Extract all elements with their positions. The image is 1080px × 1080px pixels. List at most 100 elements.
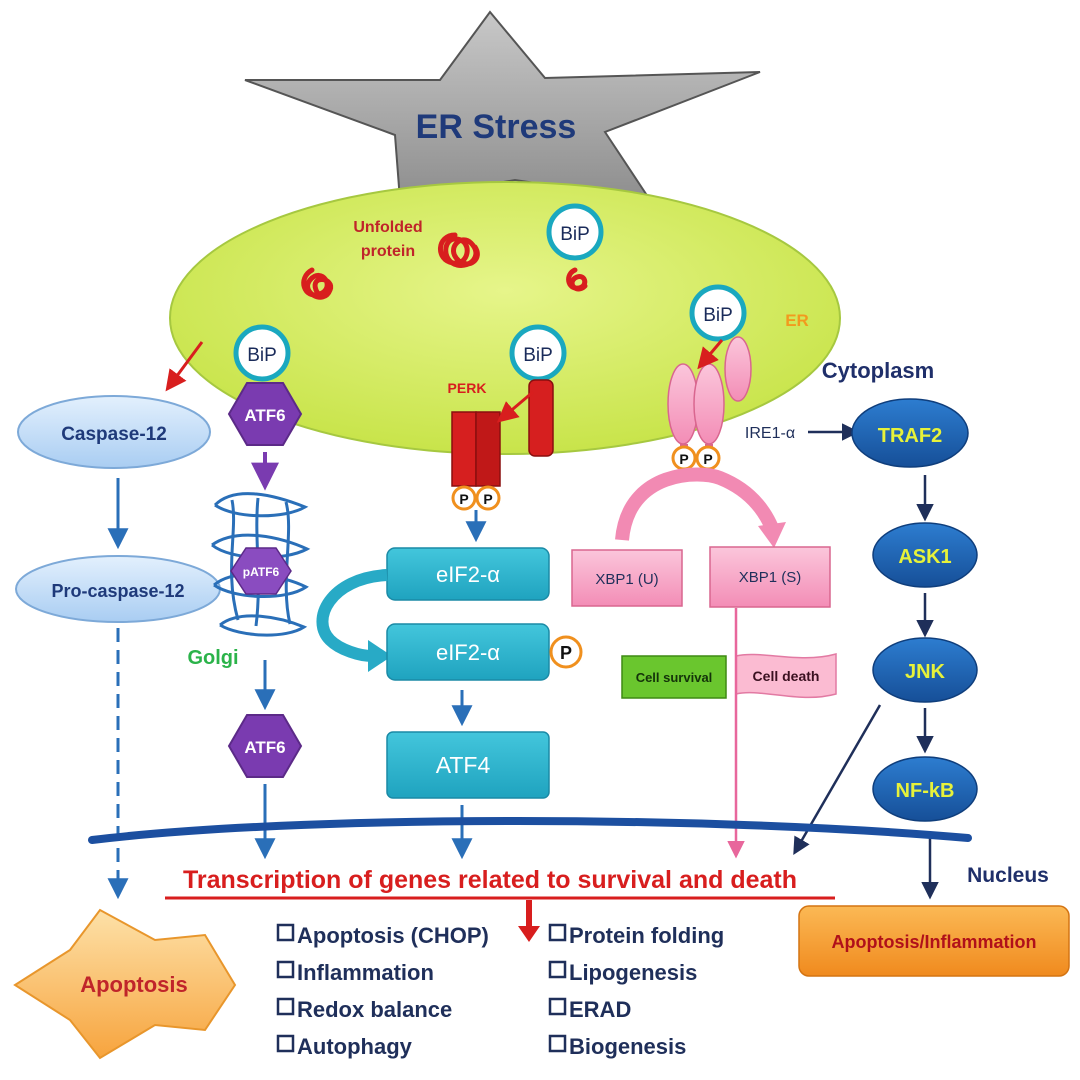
- xbp1s-label: XBP1 (S): [739, 569, 802, 586]
- bip-free: BiP: [546, 203, 604, 261]
- arrow-bip-release-perk: [496, 390, 534, 423]
- p-label: P: [703, 451, 712, 467]
- curved-arrow-head: [368, 640, 392, 672]
- splicing-arrow-head: [758, 522, 786, 548]
- list-item: Apoptosis (CHOP): [276, 923, 489, 948]
- bip-label: BiP: [523, 345, 553, 366]
- p-label: P: [679, 451, 688, 467]
- outcome-text: Autophagy: [297, 1034, 413, 1059]
- golgi-label: Golgi: [187, 647, 238, 669]
- bip-label: BiP: [703, 305, 733, 326]
- unfolded-protein-icon: [301, 232, 588, 300]
- outcome-text: ERAD: [569, 997, 631, 1022]
- ire1-monomer-2: [693, 363, 725, 445]
- protein-label: protein: [361, 243, 415, 260]
- perk-monomer-1: [451, 411, 477, 487]
- list-item: ERAD: [548, 997, 631, 1022]
- bip-label: BiP: [247, 345, 277, 366]
- patf6-label: pATF6: [243, 565, 280, 579]
- xbp1u-label: XBP1 (U): [595, 571, 658, 588]
- outcome-text: Protein folding: [569, 923, 724, 948]
- nuclear-membrane: [88, 817, 972, 844]
- perk-label: PERK: [448, 380, 487, 396]
- bip-ire1: BiP: [689, 284, 747, 342]
- outcome-text: Biogenesis: [569, 1034, 686, 1059]
- cytoplasm-label: Cytoplasm: [822, 358, 934, 383]
- er-stress-title: ER Stress: [416, 108, 577, 146]
- ask1-node: [872, 522, 978, 588]
- checkbox-icon: [548, 1034, 567, 1053]
- apoptosis-label: Apoptosis: [80, 972, 188, 997]
- checkbox-icon: [276, 1034, 295, 1053]
- eif2a-p-label: eIF2-α: [436, 640, 500, 665]
- xbp1s-box: [709, 546, 831, 608]
- atf6-cleaved-label: ATF6: [244, 738, 285, 757]
- cell-death-label: Cell death: [753, 668, 820, 684]
- atf6-cleaved-hexagon: [227, 714, 303, 778]
- checkbox-icon: [276, 923, 295, 942]
- cell-survival-box: [621, 655, 727, 699]
- ire1-phospho: P P: [671, 445, 721, 471]
- unfolded-label: Unfolded: [353, 219, 422, 236]
- nfkb-node: [872, 756, 978, 822]
- atf4-box: [386, 731, 550, 799]
- outcome-text: Redox balance: [297, 997, 452, 1022]
- p-label: P: [483, 491, 492, 507]
- ire1-free-monomer: [724, 336, 752, 402]
- ire1-label: IRE1-α: [745, 425, 795, 442]
- p-label: P: [560, 643, 572, 663]
- eif2a-box: [386, 547, 550, 601]
- caspase-12-label: Caspase-12: [61, 424, 167, 445]
- outcome-text: Apoptosis (CHOP): [297, 923, 489, 948]
- apoptosis-starburst: [13, 908, 237, 1060]
- caspase-12-node: [17, 395, 211, 469]
- bip-perk: BiP: [509, 324, 567, 382]
- star-shape: [244, 10, 761, 202]
- checkbox-icon: [548, 997, 567, 1016]
- perk-monomer-2: [475, 411, 501, 487]
- procaspase-12-label: Pro-caspase-12: [51, 581, 184, 601]
- traf2-node: [851, 398, 969, 468]
- splicing-arch: [615, 467, 779, 541]
- transcription-label: Transcription of genes related to surviv…: [183, 866, 797, 894]
- eif2a-phospho: [549, 635, 583, 669]
- nucleus-label: Nucleus: [967, 864, 1049, 887]
- arrow-bip-release-ire1: [697, 339, 724, 370]
- list-item: Protein folding: [548, 923, 724, 948]
- outcome-text: Inflammation: [297, 960, 434, 985]
- list-item: Redox balance: [276, 997, 452, 1022]
- ask1-label: ASK1: [898, 546, 951, 568]
- perk-free-monomer: [528, 379, 554, 457]
- eif2a-p-box: [386, 623, 550, 681]
- arrow-er-to-caspase: [165, 341, 204, 392]
- eif2a-label: eIF2-α: [436, 562, 500, 587]
- jnk-node: [872, 637, 978, 703]
- nfkb-label: NF-kB: [896, 780, 955, 802]
- traf2-label: TRAF2: [878, 425, 942, 447]
- bip-atf6: BiP: [233, 324, 291, 382]
- list-item: Lipogenesis: [548, 960, 697, 985]
- outcomes-left-list: Apoptosis (CHOP) Inflammation Redox bala…: [276, 923, 489, 1059]
- patf6-hexagon: [230, 547, 292, 595]
- curved-arrow-phosphorylation: [316, 569, 388, 662]
- outcomes-right-list: Protein folding Lipogenesis ERAD Biogene…: [548, 923, 724, 1059]
- list-item: Inflammation: [276, 960, 434, 985]
- er-label: ER: [785, 311, 809, 330]
- list-item: Autophagy: [276, 1034, 413, 1059]
- jnk-label: JNK: [905, 661, 946, 683]
- p-label: P: [459, 491, 468, 507]
- xbp1u-box: [571, 549, 683, 607]
- atf6-hexagon: [227, 382, 303, 446]
- cell-survival-label: Cell survival: [636, 670, 713, 685]
- checkbox-icon: [276, 960, 295, 979]
- checkbox-icon: [276, 997, 295, 1016]
- apoptosis-inflammation-label: Apoptosis/Inflammation: [831, 932, 1036, 952]
- outcome-text: Lipogenesis: [569, 960, 697, 985]
- apoptosis-inflammation-box: [798, 905, 1070, 977]
- list-item: Biogenesis: [548, 1034, 686, 1059]
- checkbox-icon: [548, 960, 567, 979]
- cell-death-box: [735, 653, 837, 699]
- er-stress-star: ER Stress: [244, 10, 761, 202]
- perk-phospho: P P: [451, 485, 501, 511]
